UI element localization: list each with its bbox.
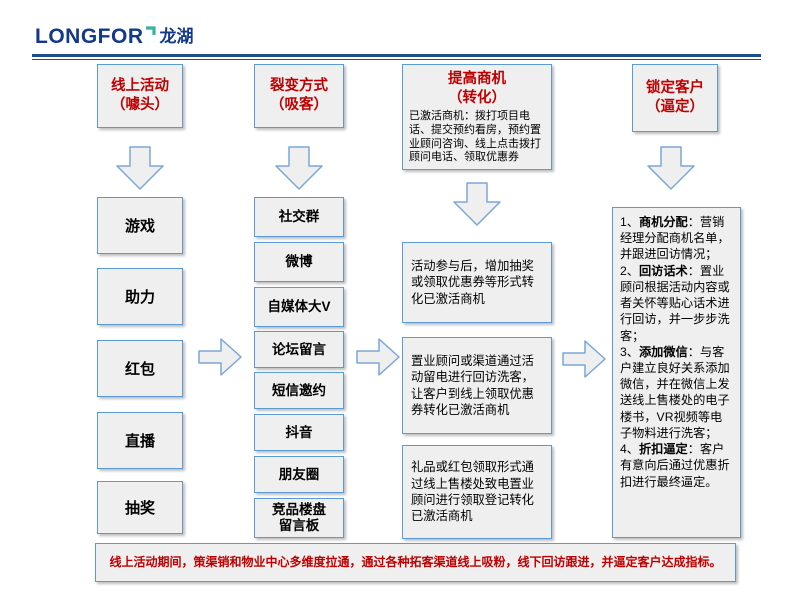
- col3-header-note: 已激活商机：拨打项目电话、提交预约看房，预约置业顾问咨询、线上点击拨打顾问电话、…: [409, 110, 541, 164]
- col2-item-media-kol: 自媒体大V: [254, 287, 344, 327]
- logo-cjk: 龙湖: [159, 27, 194, 47]
- down-arrow-icon: [647, 146, 695, 190]
- col2-item-weibo: 微博: [254, 242, 344, 282]
- col2-item-socialgroup: 社交群: [254, 197, 344, 237]
- col1-item-game: 游戏: [97, 197, 183, 254]
- col4-step-1: 1、商机分配：营销经理分配商机名单，并跟进回访情况；: [620, 215, 730, 262]
- col4-header: 锁定客户 （逼定）: [632, 64, 718, 132]
- col4-step-3: 3、添加微信：与客户建立良好关系添加微信，并在微信上发送线上售楼处的电子楼书，V…: [620, 344, 730, 440]
- header-divider: [32, 54, 761, 60]
- longfor-logo: LONGFOR 龙湖: [35, 26, 194, 47]
- col4-step-4: 4、折扣逼定：客户有意向后通过优惠折扣进行最终逼定。: [620, 442, 730, 489]
- right-arrow-icon: [356, 338, 400, 376]
- down-arrow-icon: [116, 146, 164, 190]
- col1-title-line2: （噱头）: [111, 97, 169, 113]
- col3-title-line1: 提高商机: [448, 71, 506, 87]
- col1-header: 线上活动 （噱头）: [97, 64, 183, 128]
- col2-header: 裂变方式 （吸客）: [254, 64, 344, 128]
- col3-para-activity: 活动参与后，增加抽奖或领取优惠券等形式转化已激活商机: [402, 242, 552, 323]
- down-arrow-icon: [275, 146, 323, 190]
- col1-item-livestream: 直播: [97, 412, 183, 469]
- col1-title-line1: 线上活动: [111, 77, 169, 94]
- col3-para-gift: 礼品或红包领取形式通过线上售楼处致电置业顾问进行领取登记转化已激活商机: [402, 445, 552, 539]
- col3-para-callback: 置业顾问或渠道通过活动留电进行回访洗客，让客户到线上领取优惠券转化已激活商机: [402, 337, 552, 434]
- col1-item-redpacket: 红包: [97, 340, 183, 397]
- col4-title-line1: 锁定客户: [646, 79, 704, 96]
- footer-banner: 线上活动期间，策渠销和物业中心多维度拉通，通过各种拓客渠道线上吸粉，线下回访跟进…: [95, 543, 736, 582]
- down-arrow-icon: [453, 182, 501, 226]
- col4-step-2: 2、回访话术：置业顾问根据活动内容或者关怀等贴心话术进行回访，并一步步洗客；: [620, 263, 730, 343]
- col2-item-moments: 朋友圈: [254, 456, 344, 493]
- logo-wordmark: LONGFOR: [35, 25, 144, 48]
- col2-item-forum: 论坛留言: [254, 331, 344, 368]
- logo-corner-icon: [145, 26, 156, 35]
- col2-item-sms: 短信邀约: [254, 372, 344, 409]
- col2-item-douyin: 抖音: [254, 414, 344, 451]
- col1-item-lottery: 抽奖: [97, 481, 183, 534]
- col3-title-line2: （转化）: [448, 90, 506, 107]
- right-arrow-icon: [198, 338, 242, 376]
- col2-title-line2: （吸客）: [270, 97, 328, 113]
- col3-header: 提高商机 （转化） 已激活商机：拨打项目电话、提交预约看房，预约置业顾问咨询、线…: [402, 64, 552, 170]
- col4-title-line2: （逼定）: [646, 99, 704, 115]
- col1-item-assist: 助力: [97, 268, 183, 325]
- footer-text: 线上活动期间，策渠销和物业中心多维度拉通，通过各种拓客渠道线上吸粉，线下回访跟进…: [109, 555, 722, 569]
- col2-item-competitor-board: 竞品楼盘留言板: [254, 498, 344, 538]
- right-arrow-icon: [562, 340, 606, 378]
- col4-steps: 1、商机分配：营销经理分配商机名单，并跟进回访情况； 2、回访话术：置业顾问根据…: [612, 207, 741, 538]
- col2-title-line1: 裂变方式: [270, 77, 328, 94]
